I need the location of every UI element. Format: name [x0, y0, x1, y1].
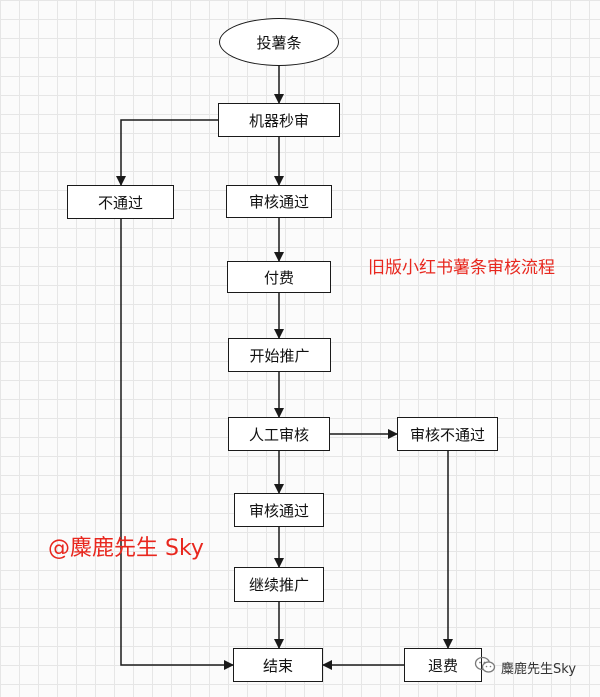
node-pay: 付费	[227, 261, 331, 293]
author-watermark: @麋鹿先生 Sky	[48, 536, 204, 561]
node-end-label: 结束	[262, 656, 293, 675]
node-promote: 开始推广	[228, 338, 331, 372]
edge-fail-to-end	[120, 219, 234, 670]
node-fail-left: 不通过	[67, 185, 174, 219]
node-manual-fail: 审核不通过	[397, 417, 498, 451]
node-promote-label: 开始推广	[249, 346, 310, 365]
node-machine-review: 机器秒审	[218, 103, 340, 137]
node-refund-label: 退费	[427, 656, 458, 675]
node-manual-review: 人工审核	[228, 417, 330, 451]
node-manual-fail-label: 审核不通过	[409, 425, 485, 444]
node-machine-review-label: 机器秒审	[248, 111, 309, 130]
wechat-account-name: 麋鹿先生Sky	[501, 661, 577, 677]
node-start-label: 投薯条	[256, 33, 302, 52]
flow-title: 旧版小红书薯条审核流程	[368, 258, 555, 278]
node-fail-left-label: 不通过	[97, 193, 143, 212]
node-pass-1-label: 审核通过	[248, 193, 309, 211]
node-end: 结束	[233, 648, 323, 682]
edge-machine-review-to-fail	[116, 119, 218, 186]
wechat-account-mark: 麋鹿先生Sky	[474, 656, 576, 678]
node-pass-2: 审核通过	[234, 493, 324, 527]
node-pay-label: 付费	[263, 268, 294, 287]
node-start: 投薯条	[219, 18, 339, 66]
node-pass-2-label: 审核通过	[248, 501, 309, 520]
node-continue-promote-label: 继续推广	[248, 576, 309, 594]
node-manual-review-label: 人工审核	[248, 425, 309, 444]
node-pass-1: 审核通过	[226, 185, 332, 218]
node-continue-promote: 继续推广	[234, 567, 324, 602]
node-refund: 退费	[404, 648, 482, 682]
wechat-icon	[474, 656, 496, 678]
